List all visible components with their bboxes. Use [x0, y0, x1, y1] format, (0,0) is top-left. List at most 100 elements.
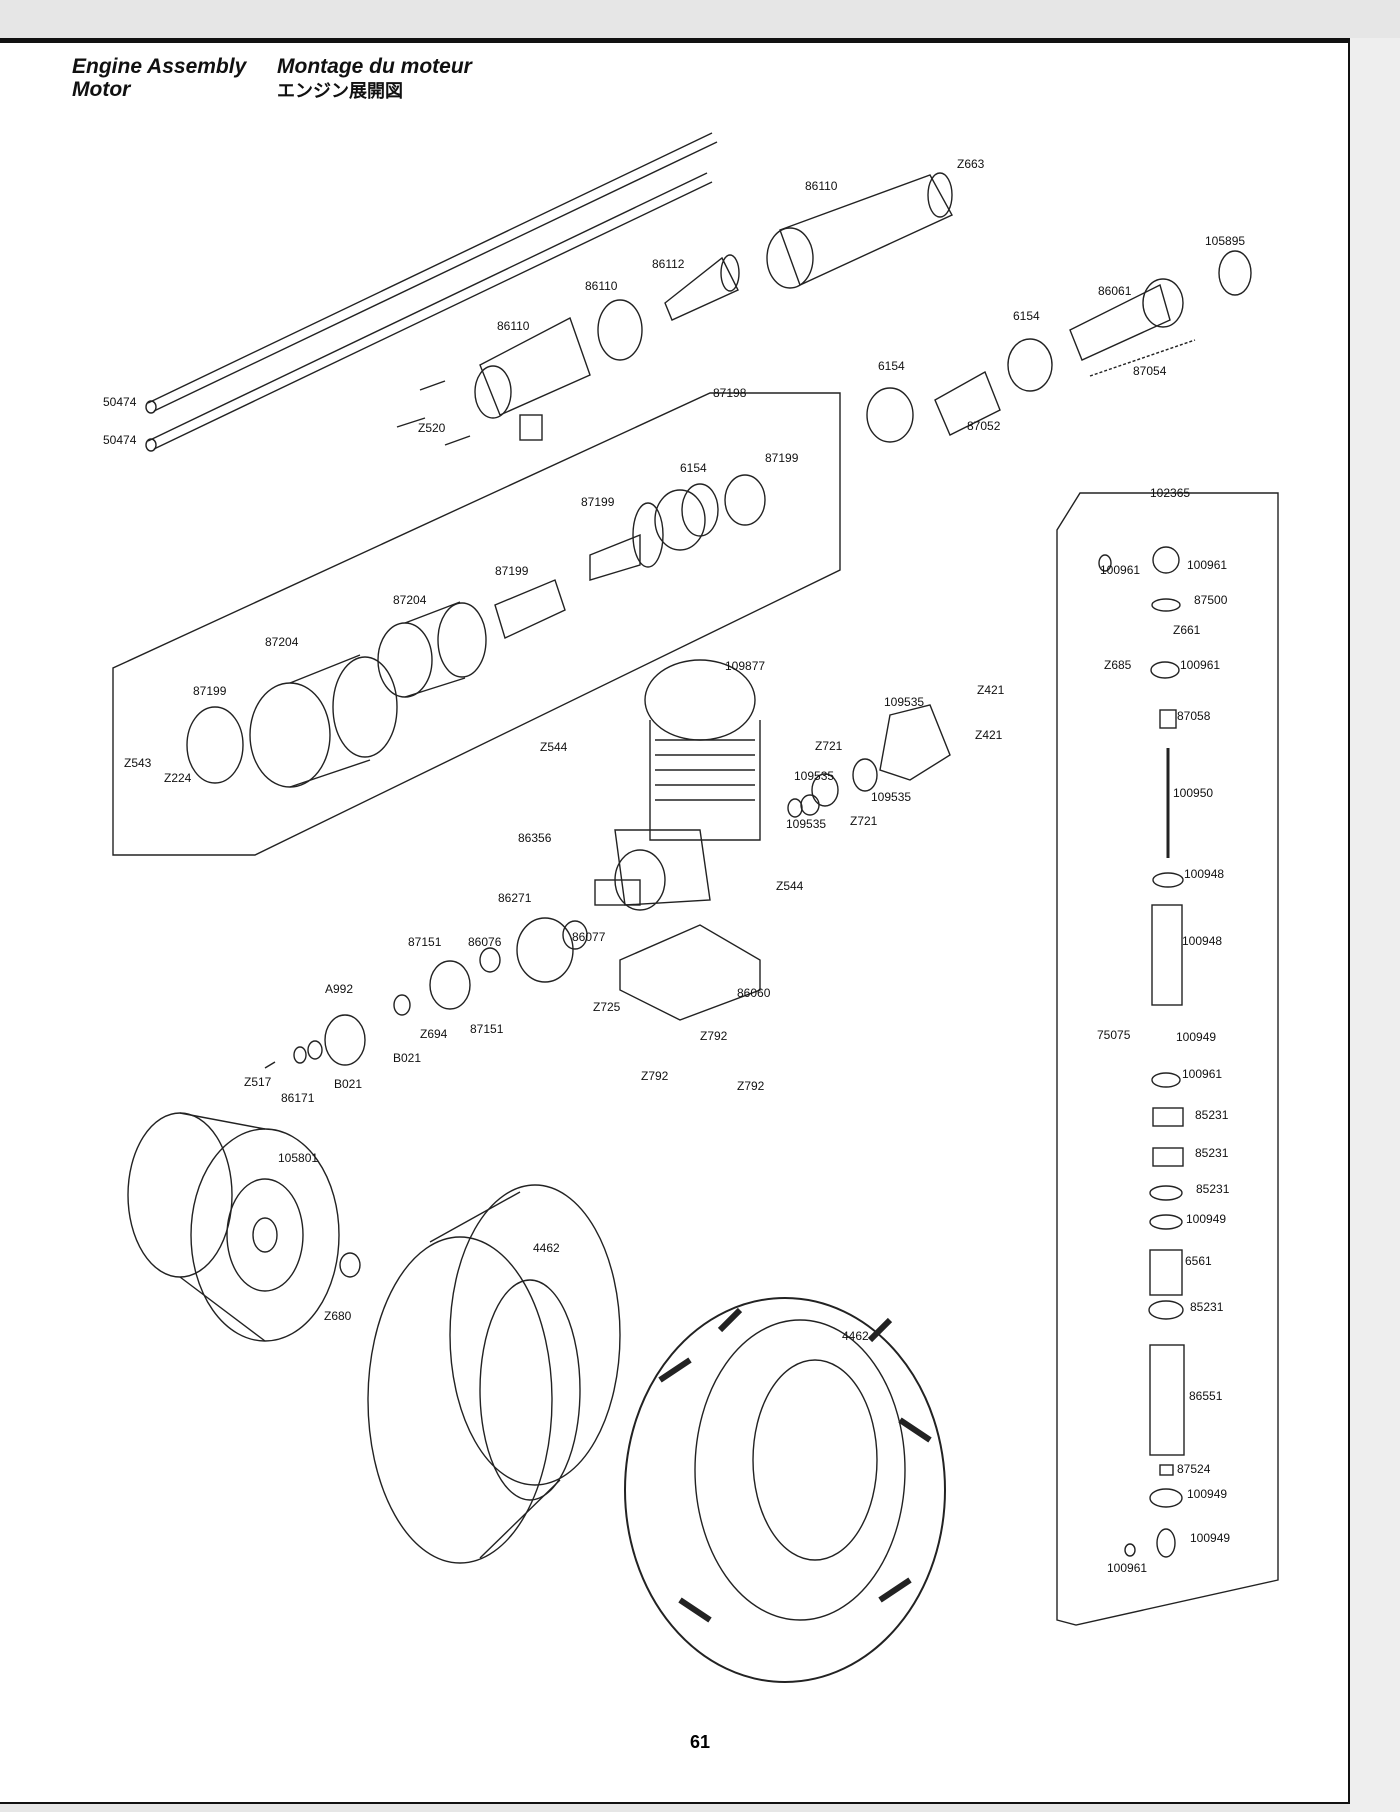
part-number-label: Z721 [815, 739, 843, 753]
part-number-label: B021 [334, 1077, 362, 1091]
part-number-label: 6561 [1185, 1254, 1212, 1268]
part-number-label: 100949 [1186, 1212, 1226, 1226]
part-number-label: 100949 [1187, 1487, 1227, 1501]
part-number-label: Z663 [957, 157, 985, 171]
part-number-label: Z520 [418, 421, 446, 435]
part-number-label: 85231 [1190, 1300, 1224, 1314]
part-number-label: Z792 [641, 1069, 669, 1083]
page-number: 61 [689, 1732, 711, 1752]
part-number-label: 105895 [1205, 234, 1245, 248]
part-number-label: 86061 [1098, 284, 1132, 298]
part-number-label: 85231 [1195, 1146, 1229, 1160]
part-number-label: 109877 [725, 659, 765, 673]
group-label-87198: 87198 [713, 386, 747, 400]
part-number-label: 100949 [1190, 1531, 1230, 1545]
tire-4462 [624, 1297, 946, 1683]
part-number-label: 87151 [470, 1022, 504, 1036]
part-number-label: 86356 [518, 831, 552, 845]
group-frame-87198 [112, 392, 841, 856]
part-number-label: 100949 [1176, 1030, 1216, 1044]
part-number-label: 86110 [497, 319, 530, 333]
part-number-label: 100948 [1184, 867, 1224, 881]
part-number-label: 87199 [581, 495, 615, 509]
part-number-label: 4462 [533, 1241, 560, 1255]
part-number-label: 85231 [1196, 1182, 1230, 1196]
part-number-label: Z421 [977, 683, 1005, 697]
part-number-label: 6154 [680, 461, 707, 475]
part-number-label: 86076 [468, 935, 502, 949]
part-number-label: 75075 [1097, 1028, 1131, 1042]
tire-foam-insert [367, 1184, 621, 1564]
part-number-label: 86110 [805, 179, 838, 193]
part-number-label: Z680 [324, 1309, 352, 1323]
part-number-label: Z694 [420, 1027, 448, 1041]
part-number-label: 86171 [281, 1091, 315, 1105]
part-number-label: 100961 [1182, 1067, 1222, 1081]
part-number-label: 85231 [1195, 1108, 1229, 1122]
part-number-label: 100961 [1107, 1561, 1147, 1575]
backplate-parts [787, 704, 951, 818]
engine-mount-86060 [619, 924, 761, 1021]
part-number-label: 109535 [794, 769, 834, 783]
part-number-label: Z544 [540, 740, 568, 754]
muffler-body [766, 172, 953, 289]
exhaust-header [474, 317, 591, 441]
part-number-label: 86077 [572, 930, 606, 944]
part-number-label: 50474 [103, 395, 137, 409]
title-german: Motor [72, 78, 131, 101]
part-number-label: Z224 [164, 771, 192, 785]
part-number-label: B021 [393, 1051, 421, 1065]
o-ring [597, 299, 643, 361]
title-japanese: エンジン展開図 [277, 81, 403, 101]
exhaust-tube-2 [145, 172, 713, 452]
part-number-label: 86112 [652, 257, 685, 271]
part-number-label: 6154 [878, 359, 905, 373]
part-number-label: 105801 [278, 1151, 318, 1165]
part-number-label: 100961 [1180, 658, 1220, 672]
part-number-label: 87058 [1177, 709, 1211, 723]
part-number-label: 86551 [1189, 1389, 1223, 1403]
part-number-label: 87500 [1194, 593, 1228, 607]
title-english: Engine Assembly [72, 55, 247, 78]
wheel-105801 [127, 1112, 361, 1342]
part-number-label: 109535 [871, 790, 911, 804]
group-frame-102365 [1056, 492, 1279, 1626]
part-number-label: 87204 [265, 635, 299, 649]
part-number-label: Z792 [700, 1029, 728, 1043]
part-number-label: 100948 [1182, 934, 1222, 948]
part-number-label: 87199 [495, 564, 529, 578]
part-number-label: 87199 [765, 451, 799, 465]
part-number-label: 87204 [393, 593, 427, 607]
part-number-label: Z685 [1104, 658, 1132, 672]
part-number-label: 87524 [1177, 1462, 1211, 1476]
title-french: Montage du moteur [277, 55, 472, 78]
part-number-label: 100961 [1100, 563, 1140, 577]
part-number-label: 100950 [1173, 786, 1213, 800]
page-edge-shadow [1350, 38, 1400, 1812]
part-number-label: Z792 [737, 1079, 765, 1093]
exhaust-coupler [866, 250, 1252, 443]
part-number-label: 86271 [498, 891, 532, 905]
part-number-label: Z661 [1173, 623, 1201, 637]
engine-block [594, 659, 761, 911]
exhaust-tube-1 [145, 132, 718, 414]
shock-parts [1098, 546, 1185, 1558]
part-number-label: Z421 [975, 728, 1003, 742]
manual-page [0, 38, 1350, 1804]
group-label-102365: 102365 [1150, 486, 1190, 500]
part-number-label: 86060 [737, 986, 771, 1000]
part-number-label: A992 [325, 982, 353, 996]
part-number-label: Z543 [124, 756, 152, 770]
part-number-label: 87199 [193, 684, 227, 698]
part-number-label: 50474 [103, 433, 137, 447]
part-number-label: Z721 [850, 814, 878, 828]
part-number-label: 86110 [585, 279, 618, 293]
part-number-label: 100961 [1187, 558, 1227, 572]
part-number-label: Z725 [593, 1000, 621, 1014]
air-filter-parts [186, 474, 766, 788]
screws-z520 [396, 380, 471, 446]
part-number-label: 87151 [408, 935, 442, 949]
part-number-label: 87052 [967, 419, 1001, 433]
clutch-parts [264, 917, 588, 1069]
